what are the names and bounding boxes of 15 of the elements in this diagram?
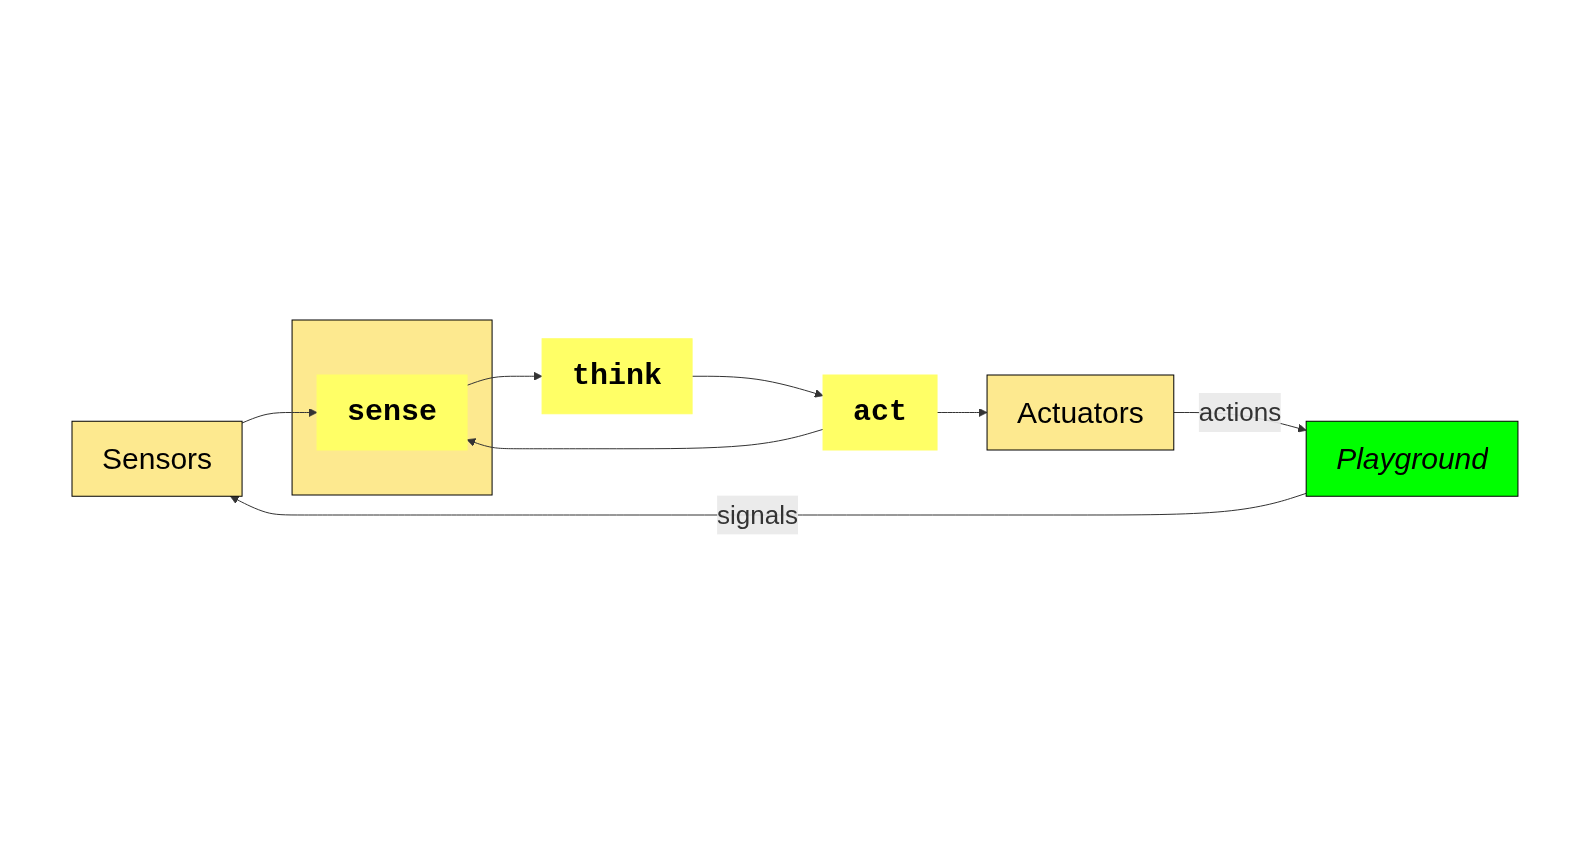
- arrow: [466, 428, 824, 449]
- edge-label: actions: [1198, 396, 1281, 427]
- arrow: [936, 407, 987, 417]
- node-box: Sensors: [71, 420, 243, 497]
- node-box: sense: [316, 374, 468, 451]
- node-box: act: [822, 374, 938, 451]
- arrow: [466, 371, 542, 386]
- arrow: [691, 375, 823, 398]
- arrow: [229, 492, 1307, 516]
- node-box: Playground: [1305, 420, 1518, 497]
- cluster: [291, 319, 493, 496]
- node-box: Actuators: [986, 374, 1174, 451]
- edge-label: signals: [716, 499, 798, 530]
- node-box: think: [541, 338, 693, 414]
- arrow: [241, 407, 317, 424]
